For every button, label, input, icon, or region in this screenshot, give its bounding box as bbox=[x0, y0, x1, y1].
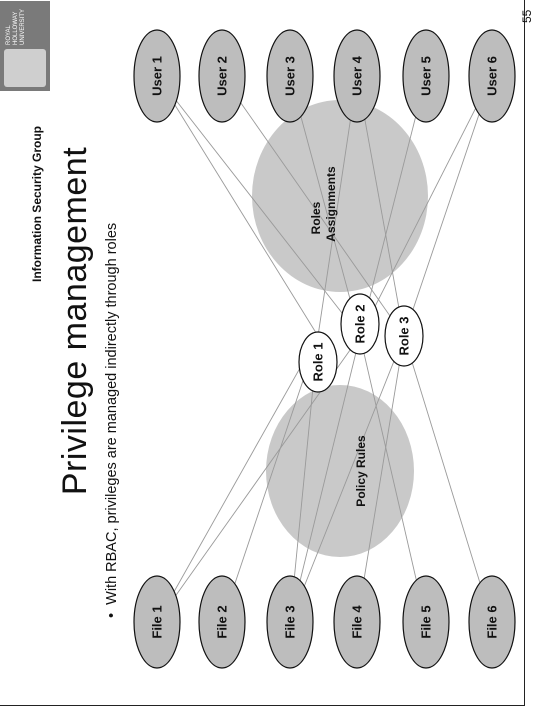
user-node-1-label: User 1 bbox=[150, 56, 165, 96]
policy-edge-0 bbox=[156, 335, 319, 623]
assign-edge-2 bbox=[221, 75, 405, 337]
policy-edge-7 bbox=[359, 335, 427, 623]
file-node-1-label: File 1 bbox=[150, 605, 165, 638]
role-node-3-label: Role 3 bbox=[397, 316, 412, 355]
role-assignments-cloud bbox=[252, 100, 428, 292]
file-node-2-label: File 2 bbox=[215, 605, 230, 638]
file-node-6 bbox=[468, 575, 516, 669]
role-node-3 bbox=[384, 305, 424, 367]
user-node-2-label: User 2 bbox=[215, 56, 230, 96]
slide-frame bbox=[0, 0, 525, 706]
role-node-2-label: Role 2 bbox=[353, 304, 368, 343]
assign-edge-8 bbox=[403, 75, 493, 337]
slide-content: ROYAL HOLLOWAY UNIVERSITY Information Se… bbox=[0, 1, 534, 669]
policy-rules-label: Policy Rules bbox=[354, 435, 368, 507]
role-node-1 bbox=[298, 331, 338, 393]
file-node-4-label: File 4 bbox=[350, 605, 365, 639]
policy-edge-8 bbox=[403, 335, 493, 623]
user-node-4 bbox=[333, 29, 381, 123]
policy-edge-4 bbox=[289, 335, 361, 623]
policy-edge-2 bbox=[221, 335, 319, 623]
role-node-2 bbox=[340, 293, 380, 355]
assign-edge-3 bbox=[289, 75, 361, 337]
user-node-5 bbox=[402, 29, 450, 123]
file-node-1 bbox=[133, 575, 181, 669]
user-node-6-label: User 6 bbox=[485, 56, 500, 96]
user-node-3 bbox=[266, 29, 314, 123]
assign-edge-1 bbox=[156, 75, 361, 337]
role-assignments-label: RolesAssignments bbox=[309, 166, 338, 242]
policy-edge-6 bbox=[356, 335, 405, 623]
role-node-1-label: Role 1 bbox=[311, 342, 326, 381]
file-node-5-label: File 5 bbox=[419, 605, 434, 638]
file-node-6-label: File 6 bbox=[485, 605, 500, 638]
assign-edge-6 bbox=[359, 75, 427, 337]
user-node-2 bbox=[198, 29, 246, 123]
file-node-2 bbox=[198, 575, 246, 669]
user-node-4-label: User 4 bbox=[350, 55, 365, 96]
user-node-1 bbox=[133, 29, 181, 123]
file-node-4 bbox=[333, 575, 381, 669]
assign-edge-7 bbox=[359, 75, 493, 337]
file-node-3-label: File 3 bbox=[283, 605, 298, 638]
user-node-6 bbox=[468, 29, 516, 123]
user-node-5-label: User 5 bbox=[419, 56, 434, 96]
policy-rules-cloud bbox=[266, 385, 414, 557]
file-node-3 bbox=[266, 575, 314, 669]
assign-edge-0 bbox=[156, 75, 319, 337]
file-node-5 bbox=[402, 575, 450, 669]
policy-edge-5 bbox=[289, 335, 405, 623]
user-node-3-label: User 3 bbox=[283, 56, 298, 96]
